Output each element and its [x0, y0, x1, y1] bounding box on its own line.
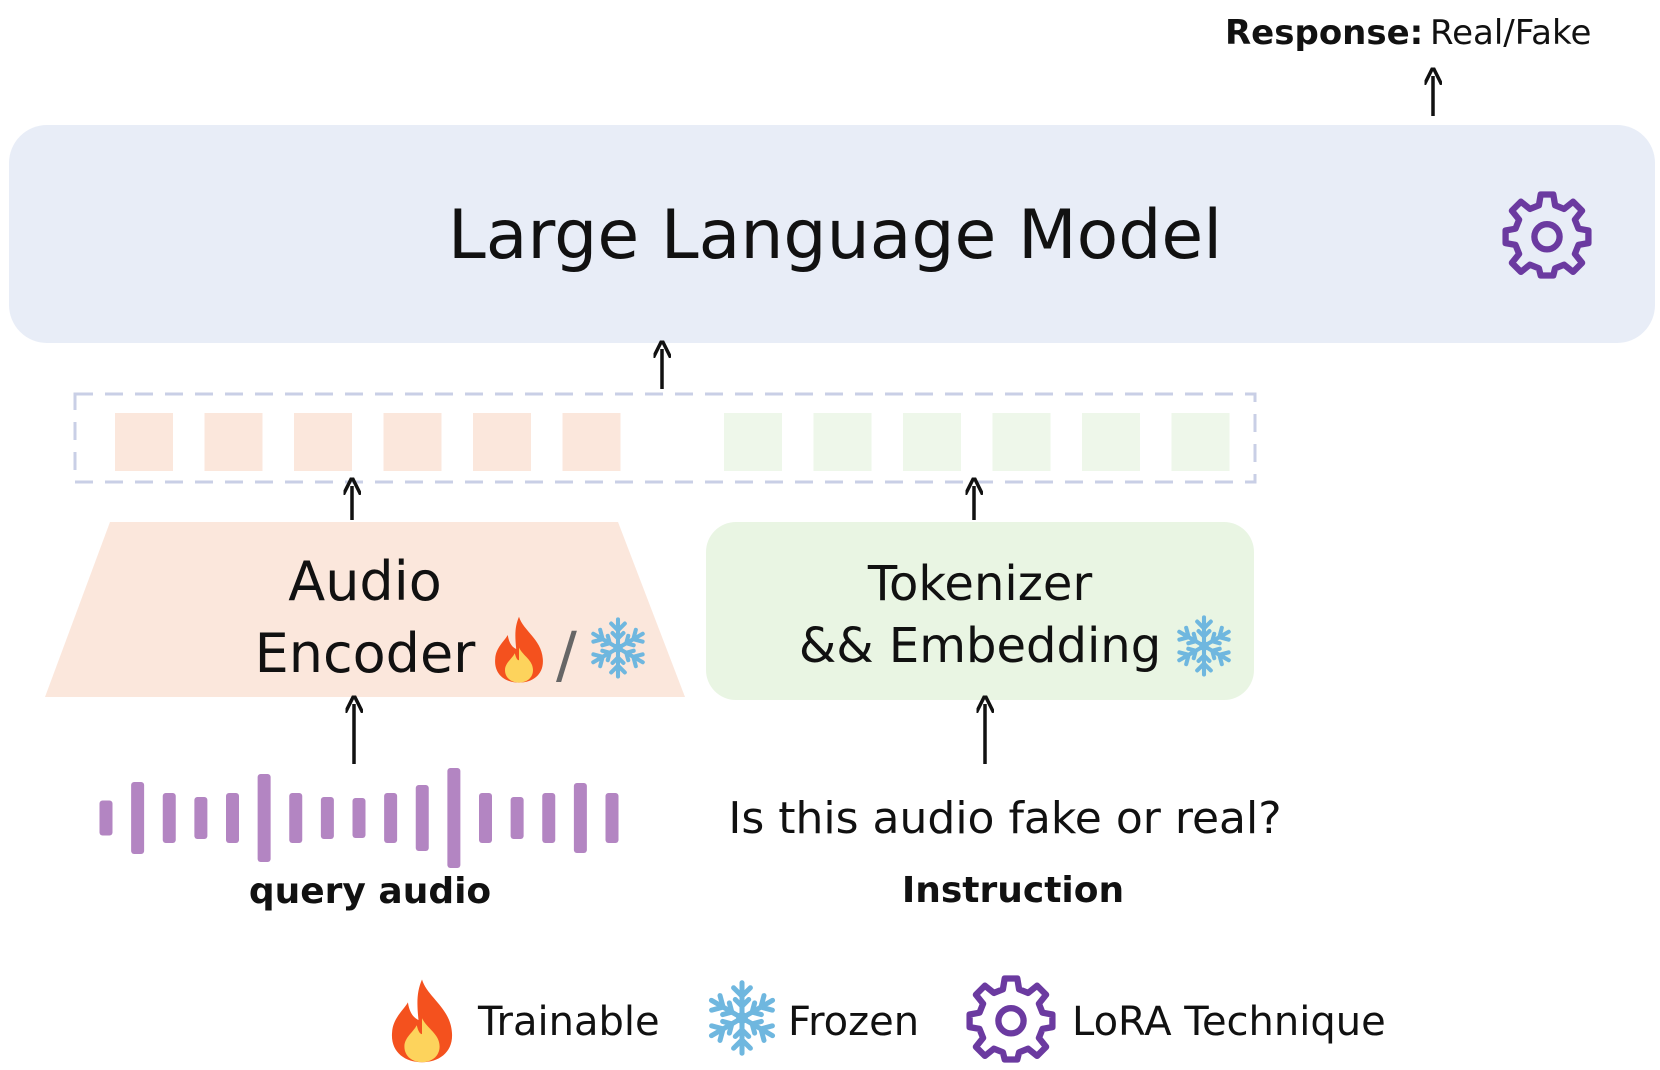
waveform-bar: [605, 793, 619, 843]
tokenizer-line2: && Embedding: [799, 618, 1161, 674]
waveform-bar: [510, 797, 524, 839]
text-tokens: [724, 413, 1230, 471]
audio-token: [473, 413, 531, 471]
response: Response: Real/Fake: [1225, 13, 1591, 53]
response-value: Real/Fake: [1430, 13, 1591, 53]
waveform-bar: [289, 793, 303, 843]
instruction-text: Is this audio fake or real?: [728, 793, 1281, 844]
audio-token: [294, 413, 352, 471]
text-token: [724, 413, 782, 471]
tokenizer: Tokenizer && Embedding: [706, 522, 1254, 700]
legend-label-lora: LoRA Technique: [1072, 999, 1386, 1045]
waveform-bar: [226, 793, 239, 843]
audio-token: [115, 413, 173, 471]
snowflake-icon: [707, 983, 777, 1054]
response-label: Response:: [1225, 13, 1423, 53]
gear-icon: [970, 979, 1053, 1060]
text-token: [813, 413, 872, 471]
audio-encoder: Audio Encoder /: [45, 522, 685, 697]
waveform-bar: [479, 793, 492, 843]
audio-token: [383, 413, 442, 471]
legend-label-frozen: Frozen: [788, 999, 919, 1045]
llm-block: Large Language Model: [9, 125, 1655, 343]
llm-title: Large Language Model: [448, 196, 1222, 275]
waveform: [99, 768, 619, 868]
audio-encoder-separator: /: [556, 618, 577, 691]
audio-tokens: [115, 413, 621, 471]
token-sequence: [73, 392, 1257, 484]
text-token: [1082, 413, 1140, 471]
waveform-bar: [573, 783, 587, 853]
waveform-bar: [384, 793, 398, 843]
instruction: Is this audio fake or real? Instruction: [728, 793, 1281, 911]
text-token: [903, 413, 961, 471]
tokenizer-line1: Tokenizer: [867, 556, 1093, 612]
audio-encoder-line1: Audio: [288, 550, 441, 613]
token-sequence-border: [73, 392, 1257, 484]
waveform-bar: [194, 797, 208, 839]
fire-icon: [391, 979, 453, 1063]
legend-label-trainable: Trainable: [477, 999, 660, 1045]
waveform-bar: [415, 785, 429, 851]
text-token: [992, 413, 1051, 471]
waveform-bar: [320, 797, 334, 839]
waveform-bar: [162, 793, 176, 843]
query-audio: query audio: [99, 768, 619, 912]
text-token: [1171, 413, 1230, 471]
waveform-bar: [131, 782, 145, 854]
waveform-bar: [352, 798, 366, 838]
legend: Trainable Frozen LoRA Technique: [391, 979, 1386, 1063]
waveform-bar: [447, 768, 461, 868]
tokenizer-box: [706, 522, 1254, 700]
query-audio-label: query audio: [249, 871, 491, 912]
audio-encoder-line2: Encoder: [255, 622, 477, 685]
instruction-label: Instruction: [902, 870, 1124, 911]
waveform-bar: [257, 774, 271, 862]
waveform-bar: [99, 800, 113, 836]
audio-token: [562, 413, 621, 471]
waveform-bar: [542, 793, 556, 843]
audio-token: [204, 413, 263, 471]
llm-box: [9, 125, 1655, 343]
